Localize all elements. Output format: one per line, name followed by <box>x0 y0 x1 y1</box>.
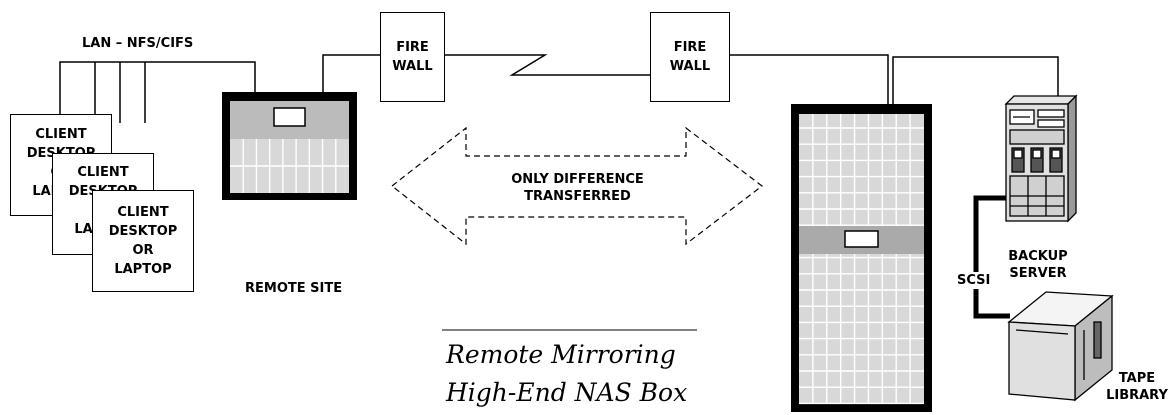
high-end-nas-rack <box>791 104 932 412</box>
lan-connections <box>59 54 1059 123</box>
tape-library-line-2: LIBRARY <box>1106 388 1168 403</box>
backup-server-line-1: BACKUP <box>1008 249 1068 264</box>
transfer-label: ONLY DIFFERENCE TRANSFERRED <box>480 171 675 205</box>
backup-server-line-2: SERVER <box>1009 266 1067 281</box>
caption-line-2: High-End NAS Box <box>446 378 688 407</box>
client-1-line-1: CLIENT <box>35 127 87 142</box>
lan-label: LAN – NFS/CIFS <box>82 36 194 51</box>
firewall-right-line-1: FIRE <box>673 40 707 55</box>
firewall-left: FIRE WALL <box>380 12 445 102</box>
firewall-right-line-2: WALL <box>669 59 711 74</box>
backup-server-label: BACKUP SERVER <box>1000 248 1076 282</box>
transfer-arrow <box>391 126 763 246</box>
client-3-line-2: DESKTOP <box>108 224 178 239</box>
client-3-line-1: CLIENT <box>117 205 169 220</box>
scsi-label: SCSI <box>956 272 992 289</box>
transfer-line-1: ONLY DIFFERENCE <box>511 172 644 187</box>
firewall-left-line-2: WALL <box>392 59 433 74</box>
client-3-line-4: LAPTOP <box>114 262 172 277</box>
caption-line-1: Remote Mirroring <box>446 340 676 369</box>
remote-nas <box>222 92 357 200</box>
firewall-left-line-1: FIRE <box>396 40 429 55</box>
remote-site-label: REMOTE SITE <box>245 281 343 296</box>
backup-server <box>1004 94 1078 223</box>
client-card-3: CLIENT DESKTOP OR LAPTOP <box>92 190 194 292</box>
tape-library <box>1007 291 1114 402</box>
caption: Remote Mirroring High-End NAS Box <box>446 336 687 412</box>
transfer-line-2: TRANSFERRED <box>524 189 631 204</box>
firewall-right: FIRE WALL <box>650 12 730 102</box>
tape-library-line-1: TAPE <box>1118 371 1156 386</box>
client-3-line-3: OR <box>132 243 154 258</box>
client-2-line-1: CLIENT <box>77 165 129 180</box>
tape-library-label: TAPE LIBRARY <box>1102 370 1172 404</box>
